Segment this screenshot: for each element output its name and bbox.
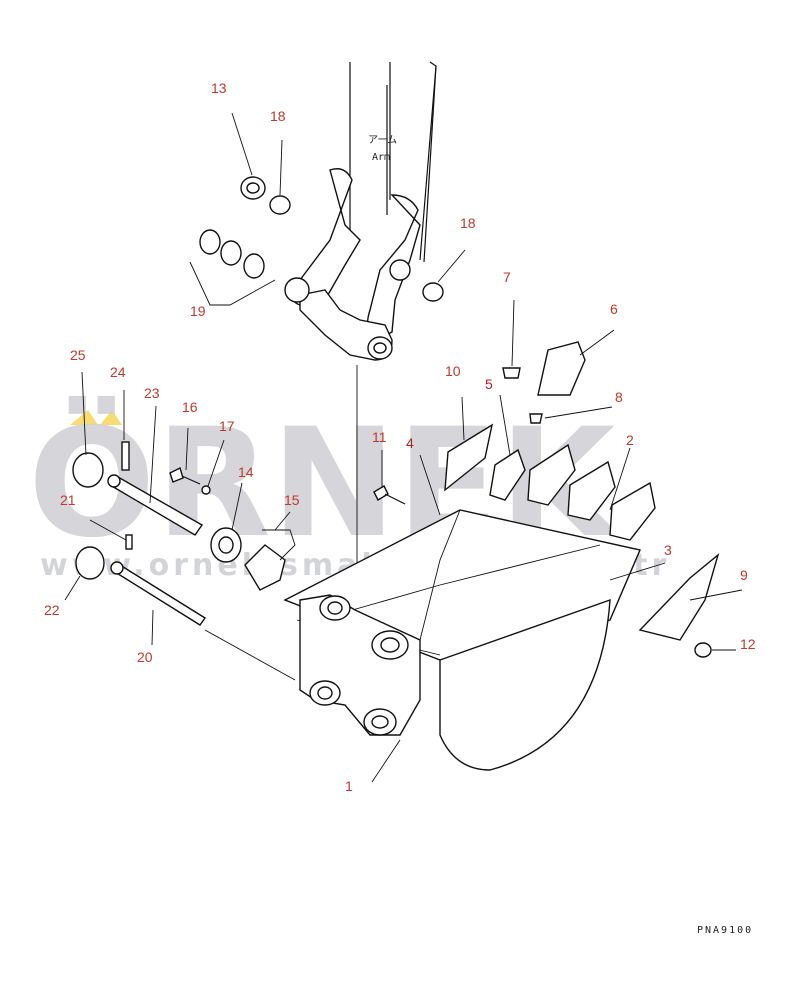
- part-20-pin: [110, 561, 296, 681]
- part-18-o-ring-lower: [422, 249, 466, 302]
- part-18-o-ring-upper: [269, 139, 291, 215]
- part-23-pin: [107, 405, 204, 536]
- callout-21: 21: [60, 492, 76, 508]
- part-14-gear: [210, 482, 243, 563]
- part-2-leader: [609, 447, 631, 511]
- part-16-bolt: [169, 427, 201, 485]
- callout-1: 1: [345, 778, 353, 794]
- callout-4: 4: [406, 435, 414, 451]
- callout-13: 13: [211, 80, 227, 96]
- part-5-leader: [499, 394, 511, 456]
- callout-24: 24: [110, 364, 126, 380]
- part-3-leader: [609, 562, 666, 581]
- callout-3: 3: [664, 542, 672, 558]
- callout-18-lower: 18: [460, 215, 476, 231]
- part-6-tooth: [537, 329, 615, 396]
- drawing-code: PNA9100: [697, 925, 753, 936]
- part-19-shims: [189, 229, 276, 306]
- part-7-pin: [502, 299, 521, 379]
- callout-15: 15: [284, 492, 300, 508]
- part-24-pin: [121, 390, 130, 471]
- callout-12: 12: [740, 636, 756, 652]
- callout-23: 23: [144, 385, 160, 401]
- part-21-pin: [89, 519, 133, 550]
- callout-5: 5: [485, 376, 493, 392]
- arm-assembly: アーム Arm: [284, 61, 437, 640]
- part-13-bushing: [231, 112, 266, 200]
- callout-20: 20: [137, 649, 153, 665]
- callouts: 1 2 3 4 5 6 7 8 9 10 11 12 13 14 15 16 1…: [44, 80, 756, 794]
- callout-16: 16: [182, 399, 198, 415]
- callout-6: 6: [610, 301, 618, 317]
- part-12-nut: [694, 642, 736, 658]
- callout-22: 22: [44, 602, 60, 618]
- callout-7: 7: [503, 269, 511, 285]
- callout-14: 14: [238, 464, 254, 480]
- callout-2: 2: [626, 432, 634, 448]
- callout-8: 8: [615, 389, 623, 405]
- part-22-ring: [64, 546, 105, 601]
- arm-label-en: Arm: [372, 152, 390, 163]
- part-11-bolt: [373, 450, 406, 505]
- part-9-side-cutter: [638, 553, 743, 641]
- part-25-ring: [72, 371, 104, 488]
- callout-17: 17: [219, 418, 235, 434]
- callout-25: 25: [70, 347, 86, 363]
- callout-9: 9: [740, 567, 748, 583]
- arm-label-jp: アーム: [368, 134, 397, 146]
- bucket-teeth: [489, 443, 656, 541]
- callout-11: 11: [372, 429, 387, 445]
- part-17-washer: [201, 439, 225, 495]
- callout-18-upper: 18: [270, 108, 286, 124]
- part-8-lock: [529, 406, 613, 424]
- callout-10: 10: [445, 363, 461, 379]
- part-15-block: [244, 511, 296, 591]
- bucket-body: [283, 509, 641, 783]
- callout-19: 19: [190, 303, 206, 319]
- part-4-leader: [419, 454, 441, 516]
- part-10-plate: [444, 396, 494, 492]
